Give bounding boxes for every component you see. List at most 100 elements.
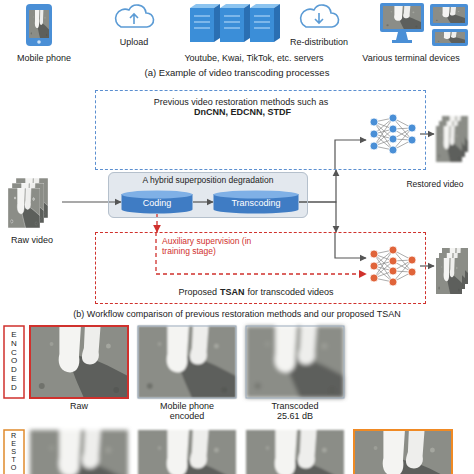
raw-video-stack (8, 188, 40, 228)
phone-icon (26, 4, 52, 46)
cylinder-top (122, 191, 193, 199)
caption: (a) Example of video transcoding process… (40, 68, 434, 79)
method-box: Previous video restoration methods such … (95, 90, 426, 170)
server-icon (220, 8, 244, 42)
terminal-devices-icon (435, 32, 465, 43)
terminal-devices-icon (396, 32, 408, 40)
comparison-image (30, 430, 128, 474)
text-block: Mobile phone (17, 53, 71, 64)
flow-connector (299, 170, 336, 202)
terminal-devices-icon (432, 29, 468, 46)
node-text: for transcoded videos (247, 287, 333, 297)
comparison-image (138, 430, 236, 474)
text-block: Youtube, Kwai, TikTok, etc. servers (184, 53, 323, 64)
row-tag: RESTO (10, 432, 17, 472)
flow-line (420, 133, 434, 134)
restored-video-stack (436, 126, 462, 162)
text-block: Re-distribution (290, 37, 348, 48)
comparison-image (354, 430, 452, 474)
comparison-image (30, 326, 128, 398)
degradation-band-fill (108, 172, 308, 218)
flow-connector (193, 201, 213, 202)
restored-video-stack (436, 116, 468, 162)
cylinder-top (214, 191, 299, 199)
node-text: Transcoding (231, 198, 280, 208)
auxiliary-flow-line (156, 232, 366, 274)
terminal-devices-icon (433, 7, 465, 23)
image-caption: Mobile phone encoded (150, 401, 224, 422)
raw-video-stack (8, 178, 48, 228)
node-text: A hybrid superposition degradation (143, 176, 274, 186)
flow-connector (299, 202, 336, 232)
text-block: Coding (143, 195, 172, 208)
row-tag: ENCODED (10, 331, 18, 393)
comparison-image (246, 326, 344, 398)
output-label: Restored video (398, 180, 472, 190)
node-text: TSAN (220, 287, 245, 297)
server-icon (244, 4, 250, 42)
text-block: Various terminal devices (362, 53, 459, 64)
node-text: Proposed (178, 287, 217, 297)
flow-line (335, 140, 366, 170)
comparison-image (30, 430, 452, 474)
phone-icon (29, 10, 49, 38)
caption: (b) Workflow comparison of previous rest… (4, 309, 470, 319)
terminal-devices-icon (380, 3, 468, 46)
icon-node: Re-distribution (284, 2, 354, 48)
node-text: Various terminal devices (362, 53, 459, 63)
server-icon (274, 4, 280, 42)
node-text: Re-distribution (290, 37, 348, 47)
comparison-image (138, 326, 236, 398)
image-caption: Transcoded 25.61 dB (262, 401, 328, 422)
upload-cloud-icon (130, 14, 138, 24)
terminal-devices-icon (392, 40, 412, 43)
terminal-devices-icon (430, 4, 468, 26)
download-cloud-icon (315, 13, 323, 23)
comparison-image (30, 326, 128, 398)
comparison-image (246, 430, 344, 474)
icon-node: Various terminal devices (350, 2, 472, 64)
icon-node: Mobile phone (8, 2, 80, 64)
row-tag-box (4, 430, 24, 474)
server-icon (190, 4, 280, 42)
tsan-network-icon (370, 246, 416, 286)
server-icon (214, 4, 220, 42)
text-block: Upload (120, 37, 149, 48)
server-icon (190, 8, 214, 42)
download-cloud-icon (301, 5, 339, 27)
node-text: Coding (143, 198, 172, 208)
icon-node: Youtube, Kwai, TikTok, etc. servers (166, 2, 342, 64)
comparison-image (246, 326, 344, 398)
text-block: Raw video (11, 235, 53, 246)
upload-cloud-icon (116, 5, 154, 27)
flow-connector (62, 201, 121, 202)
video-node: Raw video (2, 176, 62, 246)
row-tag-box (4, 326, 24, 398)
comparison-image (354, 430, 452, 474)
flow-line (335, 134, 434, 266)
icon-node: Upload (106, 2, 162, 48)
text-block: A hybrid superposition degradation (143, 173, 274, 186)
text-block: ProposedTSANfor transcoded videos (136, 287, 376, 303)
restored-video-stack (436, 248, 468, 294)
edge-label: Auxiliary supervision (in training stage… (162, 237, 274, 257)
flow-line (335, 232, 366, 258)
download-cloud-icon (301, 5, 339, 27)
node-text: Raw video (11, 235, 53, 245)
text-block: Transcoding (231, 195, 280, 208)
process-cylinder: Transcoding (213, 190, 299, 214)
node-text: Youtube, Kwai, TikTok, etc. servers (184, 53, 323, 63)
upload-cloud-icon (116, 5, 154, 27)
phone-icon (37, 40, 41, 44)
text-block: Previous video restoration methods such … (136, 91, 346, 118)
auxiliary-connector (156, 214, 157, 232)
restored-video-stack (436, 258, 462, 294)
server-icon (194, 16, 270, 28)
flow-line (420, 265, 434, 266)
node-text: Mobile phone (17, 53, 71, 63)
phone-icon (26, 4, 52, 46)
comparison-image (30, 326, 344, 398)
terminal-devices-icon (383, 6, 421, 29)
comparison-image (138, 326, 236, 398)
